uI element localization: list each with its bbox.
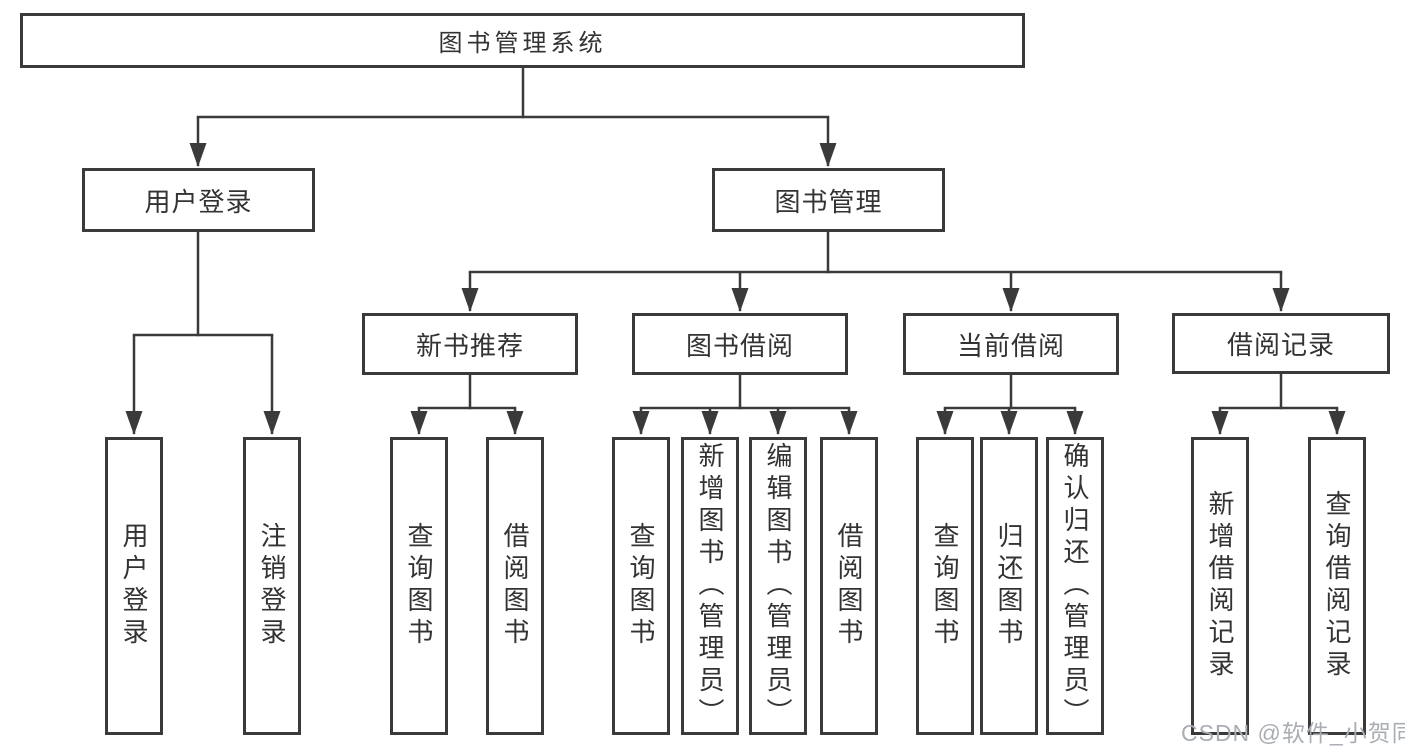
leaf-current-query-books: 查询图书 <box>916 437 974 735</box>
leaf-borrowing-query-books-label: 查询图书 <box>626 522 656 650</box>
connector-new-book-recommend-children <box>410 372 524 435</box>
node-borrowing-records-label: 借阅记录 <box>1226 330 1335 360</box>
leaf-current-return-books-label: 归还图书 <box>994 522 1024 650</box>
node-root-label: 图书管理系统 <box>438 30 607 57</box>
leaf-borrowing-query-books: 查询图书 <box>612 437 670 735</box>
leaf-logout-label: 注销登录 <box>257 522 287 650</box>
node-current-borrowing: 当前借阅 <box>903 313 1119 375</box>
leaf-recommend-borrow-books-label: 借阅图书 <box>500 522 530 650</box>
node-new-book-recommend-label: 新书推荐 <box>415 330 524 361</box>
node-current-borrowing-label: 当前借阅 <box>956 330 1065 361</box>
leaf-records-query-record: 查询借阅记录 <box>1308 437 1366 735</box>
connector-borrowing-records-children <box>1211 371 1346 435</box>
connector-current-borrowing-children <box>936 371 1084 435</box>
leaf-borrowing-edit-books: 编辑图书（管理员） <box>749 437 807 735</box>
leaf-recommend-query-books: 查询图书 <box>390 437 448 735</box>
leaf-borrowing-add-books-label: 新增图书（管理员） <box>695 442 725 730</box>
leaf-current-query-books-label: 查询图书 <box>930 522 960 650</box>
connector-user-login-children <box>125 229 281 435</box>
connector-book-management-sections <box>461 229 1290 312</box>
leaf-borrowing-borrow-books: 借阅图书 <box>820 437 878 735</box>
leaf-current-confirm-return: 确认归还（管理员） <box>1046 437 1104 735</box>
leaf-borrowing-borrow-books-label: 借阅图书 <box>834 522 864 650</box>
leaf-logout: 注销登录 <box>243 437 301 735</box>
node-book-borrowing: 图书借阅 <box>632 313 848 375</box>
leaf-user-login: 用户登录 <box>105 437 163 735</box>
connector-root-to-level2 <box>189 66 837 167</box>
leaf-user-login-label: 用户登录 <box>119 522 149 650</box>
connector-book-borrowing-children <box>632 372 858 435</box>
node-book-borrowing-label: 图书借阅 <box>685 330 794 361</box>
node-new-book-recommend: 新书推荐 <box>362 313 578 375</box>
node-book-management: 图书管理 <box>712 168 945 232</box>
leaf-borrowing-edit-books-label: 编辑图书（管理员） <box>763 442 793 730</box>
node-root: 图书管理系统 <box>20 13 1025 68</box>
leaf-recommend-query-books-label: 查询图书 <box>404 522 434 650</box>
leaf-current-confirm-return-label: 确认归还（管理员） <box>1060 442 1090 730</box>
node-user-login: 用户登录 <box>82 168 315 232</box>
leaf-borrowing-add-books: 新增图书（管理员） <box>681 437 739 735</box>
node-user-login-label: 用户登录 <box>144 186 253 217</box>
leaf-current-return-books: 归还图书 <box>980 437 1038 735</box>
node-book-management-label: 图书管理 <box>774 186 883 217</box>
leaf-records-add-record-label: 新增借阅记录 <box>1205 490 1235 682</box>
leaf-records-query-record-label: 查询借阅记录 <box>1322 490 1352 682</box>
leaf-recommend-borrow-books: 借阅图书 <box>486 437 544 735</box>
watermark: CSDN @软件_小贺同学 <box>1181 720 1405 746</box>
leaf-records-add-record: 新增借阅记录 <box>1191 437 1249 735</box>
node-borrowing-records: 借阅记录 <box>1172 313 1390 374</box>
